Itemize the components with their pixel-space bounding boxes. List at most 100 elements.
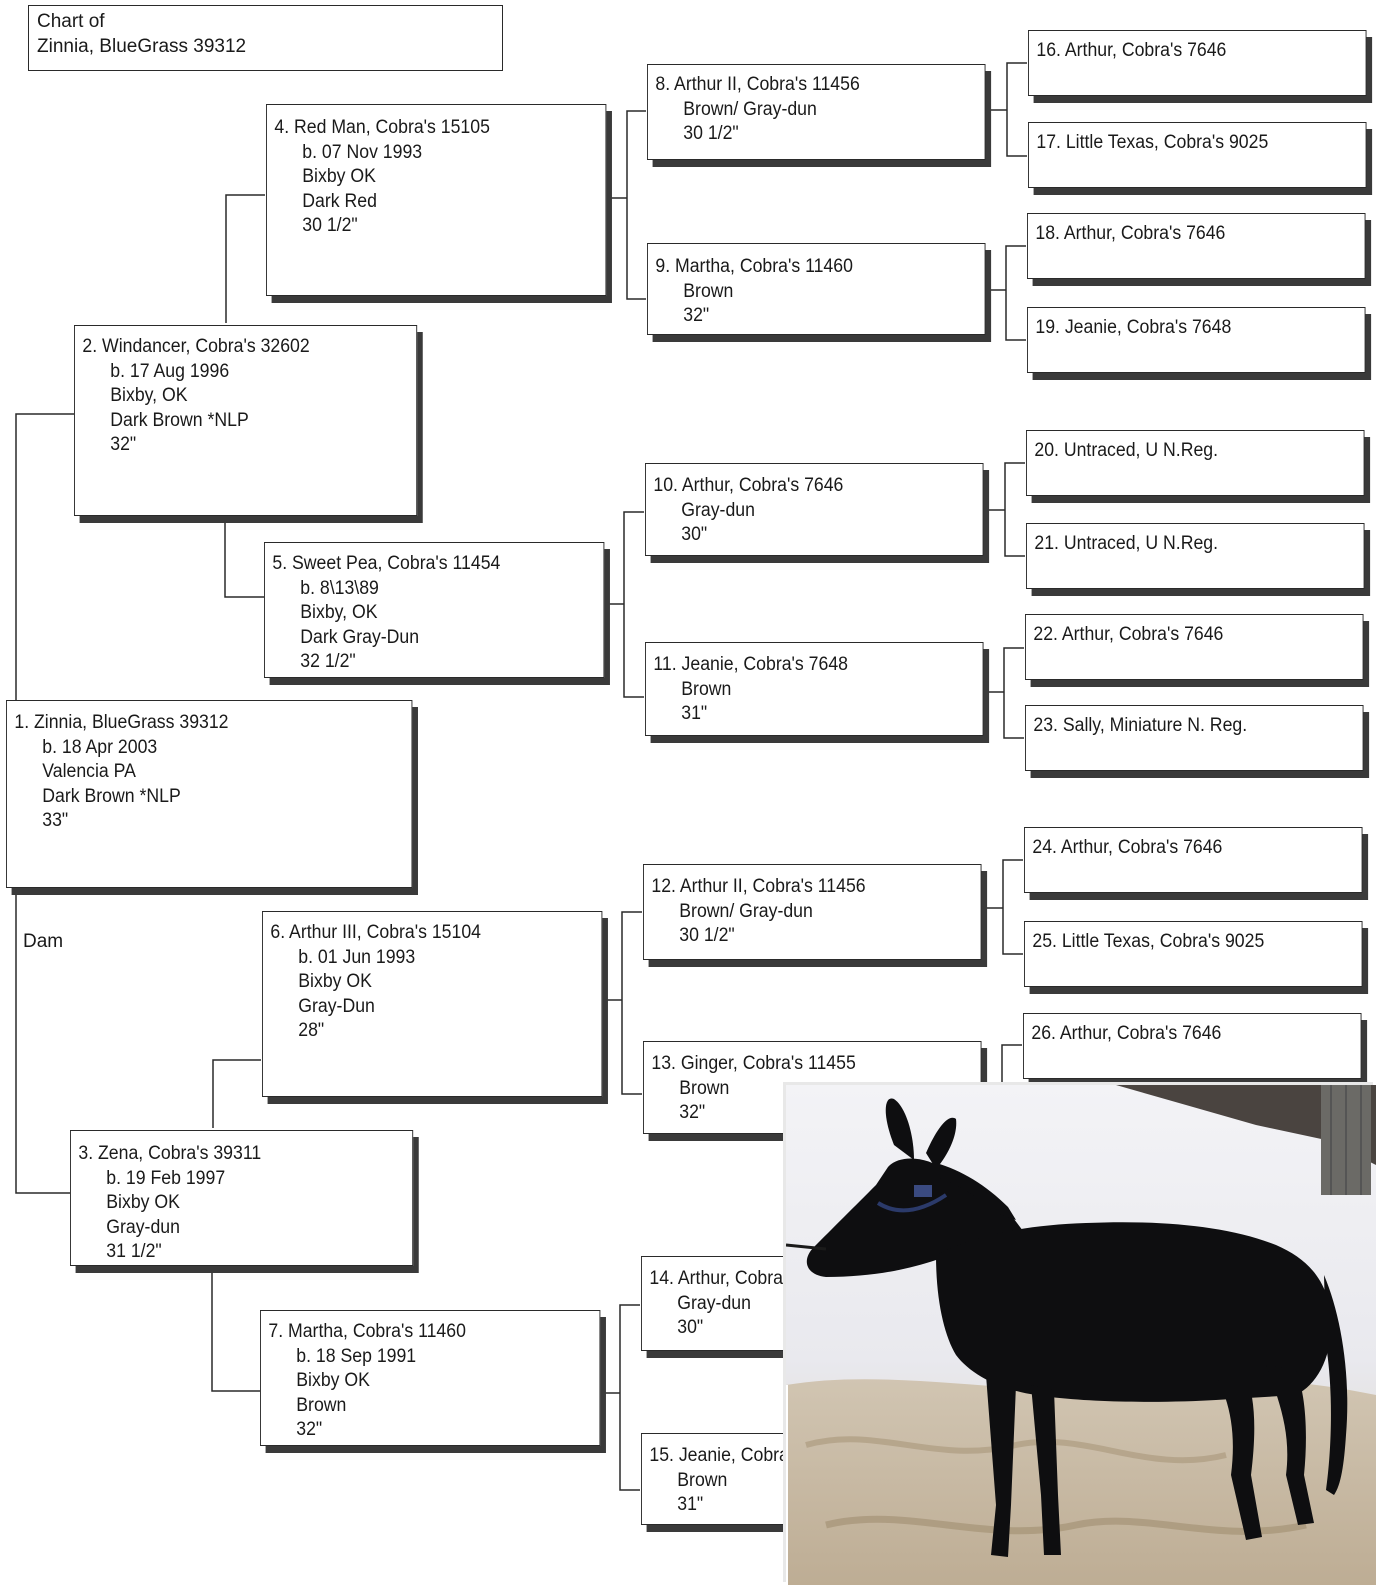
entry-name: 19. Jeanie, Cobra's 7648 <box>1035 317 1232 338</box>
entry-detail-line: b. 8\13\89 <box>300 577 379 599</box>
entry-detail-line: 32" <box>679 1102 706 1124</box>
chart-title-line2: Zinnia, BlueGrass 39312 <box>37 36 247 57</box>
dam-label: Dam <box>23 931 64 952</box>
entry-name: 18. Arthur, Cobra's 7646 <box>1035 223 1226 244</box>
entry-detail-line: Valencia PA <box>42 761 136 783</box>
pedigree-entry-19: 19. Jeanie, Cobra's 7648 <box>1027 307 1366 373</box>
entry-detail-line: Bixby OK <box>302 166 376 188</box>
pedigree-entry-25: 25. Little Texas, Cobra's 9025 <box>1024 921 1363 987</box>
chart-title-line1: Chart of <box>37 11 105 32</box>
entry-name: 3. Zena, Cobra's 39311 <box>78 1143 262 1164</box>
pedigree-entry-23: 23. Sally, Miniature N. Reg. <box>1025 705 1364 771</box>
entry-name: 7. Martha, Cobra's 11460 <box>268 1321 466 1342</box>
donkey-photo <box>786 1085 1376 1585</box>
entry-name: 5. Sweet Pea, Cobra's 11454 <box>272 553 501 574</box>
entry-name: 2. Windancer, Cobra's 32602 <box>82 336 310 357</box>
entry-name: 22. Arthur, Cobra's 7646 <box>1033 624 1224 645</box>
entry-name: 1. Zinnia, BlueGrass 39312 <box>14 712 229 733</box>
entry-detail-line: 32 1/2" <box>300 651 356 673</box>
entry-detail-line: Dark Brown *NLP <box>42 785 181 807</box>
entry-detail-line: 31 1/2" <box>106 1241 162 1263</box>
entry-detail-line: Brown <box>681 678 732 700</box>
entry-detail-line: 31" <box>681 703 708 725</box>
entry-detail-line: 30 1/2" <box>679 925 735 947</box>
entry-detail-line: b. 18 Sep 1991 <box>296 1345 417 1367</box>
entry-detail-line: Bixby OK <box>298 971 372 993</box>
pedigree-entry-18: 18. Arthur, Cobra's 7646 <box>1027 213 1366 279</box>
entry-detail-line: b. 17 Aug 1996 <box>110 360 230 382</box>
entry-name: 26. Arthur, Cobra's 7646 <box>1031 1023 1222 1044</box>
entry-name: 12. Arthur II, Cobra's 11456 <box>651 876 866 897</box>
entry-detail-line: Bixby OK <box>106 1192 180 1214</box>
entry-detail-line: 32" <box>110 434 137 456</box>
pedigree-entry-21: 21. Untraced, U N.Reg. <box>1026 523 1365 589</box>
pedigree-entry-6: 6. Arthur III, Cobra's 15104 b. 01 Jun 19… <box>262 911 603 1097</box>
entry-detail-line: 28" <box>298 1020 325 1042</box>
entry-detail-line: Gray-Dun <box>298 995 375 1017</box>
entry-name: 13. Ginger, Cobra's 11455 <box>651 1053 856 1074</box>
pedigree-entry-1: 1. Zinnia, BlueGrass 39312 b. 18 Apr 2003… <box>6 700 413 888</box>
pedigree-entry-16: 16. Arthur, Cobra's 7646 <box>1028 30 1367 96</box>
entry-detail-line: Gray-dun <box>677 1292 751 1314</box>
pedigree-entry-24: 24. Arthur, Cobra's 7646 <box>1024 827 1363 893</box>
entry-name: 6. Arthur III, Cobra's 15104 <box>270 922 482 943</box>
chart-title-box: Chart of Zinnia, BlueGrass 39312 <box>28 5 503 71</box>
entry-detail-line: Gray-dun <box>681 499 755 521</box>
entry-name: 23. Sally, Miniature N. Reg. <box>1033 715 1248 736</box>
entry-detail-line: 32" <box>296 1419 323 1441</box>
pedigree-entry-20: 20. Untraced, U N.Reg. <box>1026 430 1365 496</box>
entry-detail-line: 31" <box>677 1494 704 1516</box>
pedigree-entry-17: 17. Little Texas, Cobra's 9025 <box>1028 122 1367 188</box>
entry-detail-line: Dark Brown *NLP <box>110 409 249 431</box>
entry-detail-line: 33" <box>42 810 69 832</box>
entry-detail-line: b. 07 Nov 1993 <box>302 141 423 163</box>
entry-name: 15. Jeanie, Cobra' <box>649 1445 793 1466</box>
entry-detail-line: Gray-dun <box>106 1216 180 1238</box>
entry-name: 20. Untraced, U N.Reg. <box>1034 440 1219 461</box>
entry-detail-line: Bixby, OK <box>300 602 378 624</box>
entry-name: 4. Red Man, Cobra's 15105 <box>274 117 490 138</box>
pedigree-entry-26: 26. Arthur, Cobra's 7646 <box>1023 1013 1362 1079</box>
entry-name: 24. Arthur, Cobra's 7646 <box>1032 837 1223 858</box>
entry-detail-line: Bixby OK <box>296 1370 370 1392</box>
entry-name: 17. Little Texas, Cobra's 9025 <box>1036 132 1269 153</box>
pedigree-entry-2: 2. Windancer, Cobra's 32602 b. 17 Aug 199… <box>74 325 418 516</box>
entry-name: 21. Untraced, U N.Reg. <box>1034 533 1219 554</box>
entry-name: 10. Arthur, Cobra's 7646 <box>653 475 844 496</box>
entry-detail-line: Brown/ Gray-dun <box>683 98 817 120</box>
entry-detail-line: Brown/ Gray-dun <box>679 900 813 922</box>
entry-name: 11. Jeanie, Cobra's 7648 <box>653 654 848 675</box>
entry-detail-line: Dark Red <box>302 190 377 212</box>
entry-detail-line: 30" <box>681 524 708 546</box>
entry-detail-line: Brown <box>683 280 734 302</box>
entry-name: 25. Little Texas, Cobra's 9025 <box>1032 931 1265 952</box>
entry-detail-line: Brown <box>677 1469 728 1491</box>
donkey-silhouette <box>806 1098 1348 1557</box>
entry-detail-line: 32" <box>683 305 710 327</box>
entry-detail-line: 30" <box>677 1317 704 1339</box>
entry-detail-line: b. 01 Jun 1993 <box>298 946 416 968</box>
entry-detail-line: b. 18 Apr 2003 <box>42 736 158 758</box>
entry-name: 14. Arthur, Cobra' <box>649 1268 787 1289</box>
pedigree-entry-22: 22. Arthur, Cobra's 7646 <box>1025 614 1364 680</box>
entry-detail-line: Bixby, OK <box>110 385 188 407</box>
entry-detail-line: Brown <box>296 1394 347 1416</box>
entry-detail-line: Brown <box>679 1077 730 1099</box>
entry-detail-line: Dark Gray-Dun <box>300 626 420 648</box>
entry-name: 16. Arthur, Cobra's 7646 <box>1036 40 1227 61</box>
entry-name: 8. Arthur II, Cobra's 11456 <box>655 74 860 95</box>
entry-detail-line: b. 19 Feb 1997 <box>106 1167 226 1189</box>
entry-name: 9. Martha, Cobra's 11460 <box>655 256 853 277</box>
entry-detail-line: 30 1/2" <box>683 123 739 145</box>
entry-detail-line: 30 1/2" <box>302 215 358 237</box>
